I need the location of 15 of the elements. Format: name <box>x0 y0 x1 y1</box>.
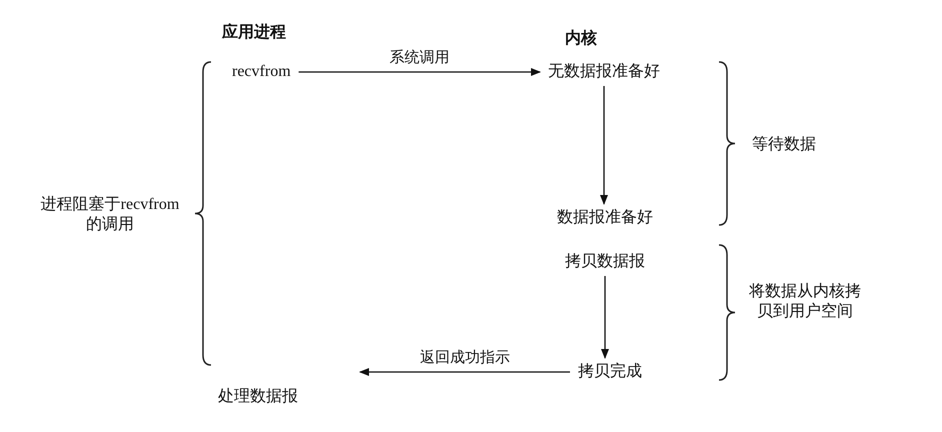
column-heading: 内核 <box>565 28 597 48</box>
arrow <box>359 368 570 376</box>
node-text: 数据报准备好 <box>557 208 653 228</box>
node-text: recvfrom <box>232 62 291 82</box>
brace-label: 进程阻塞于recvfrom的调用 <box>40 195 180 235</box>
node-text: 拷贝完成 <box>578 362 642 382</box>
arrow <box>601 276 609 359</box>
arrow <box>600 86 608 205</box>
node-text: 处理数据报 <box>218 387 298 407</box>
brace-label: 等待数据 <box>752 135 816 155</box>
column-heading: 应用进程 <box>222 22 286 42</box>
node-text: 拷贝数据报 <box>565 252 645 272</box>
arrow <box>298 68 541 76</box>
node-text: 无数据报准备好 <box>548 62 660 82</box>
brace-label: 将数据从内核拷贝到用户空间 <box>748 282 862 322</box>
